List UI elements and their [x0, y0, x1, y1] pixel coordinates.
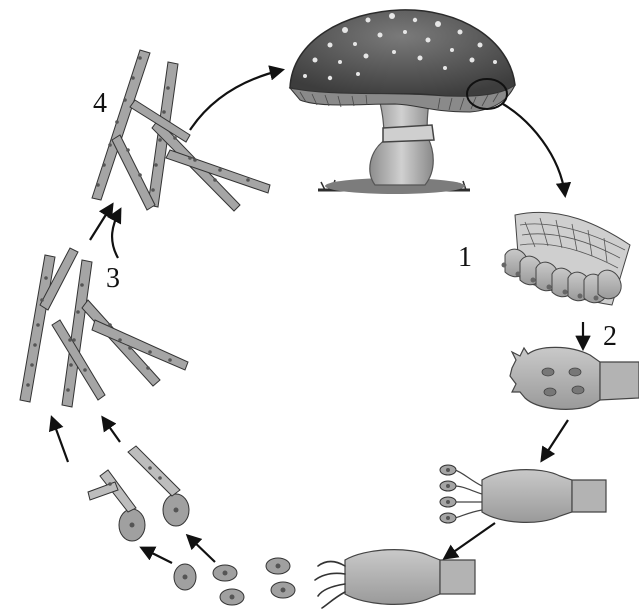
secondary-mycelium [92, 50, 270, 211]
primary-mycelium [20, 248, 188, 407]
label-3: 3 [106, 263, 120, 294]
arrow-primary-to-secondary [90, 205, 112, 240]
basidium-with-spores [440, 465, 606, 523]
label-2: 2 [603, 321, 617, 352]
mushroom-ring [383, 125, 434, 142]
arrow-germinating-to-primary-right [103, 418, 120, 442]
arrow-germinating-to-primary-left [52, 418, 68, 462]
released-spores [213, 558, 295, 605]
arrow-mushroom-to-gill [503, 104, 565, 195]
arrow-basidium-to-spores-stage [542, 420, 568, 460]
arrow-spores-stage-to-release [445, 523, 495, 558]
mushroom-cap [290, 10, 515, 98]
basidium-after-spore-release [315, 550, 475, 608]
germinating-spores [88, 446, 196, 590]
label-4: 4 [93, 88, 107, 119]
mushroom-fruiting-body [290, 10, 515, 194]
arrow-released-to-germinating [188, 536, 215, 562]
label-1: 1 [458, 242, 472, 273]
arrow-primary-to-secondary-2 [112, 210, 120, 258]
arrow-germinating-to-bud [142, 548, 172, 563]
arrow-mycelium-to-mushroom [190, 70, 282, 130]
basidium-with-nuclei [510, 347, 639, 409]
gill-tissue-basidia-layer [502, 212, 631, 305]
